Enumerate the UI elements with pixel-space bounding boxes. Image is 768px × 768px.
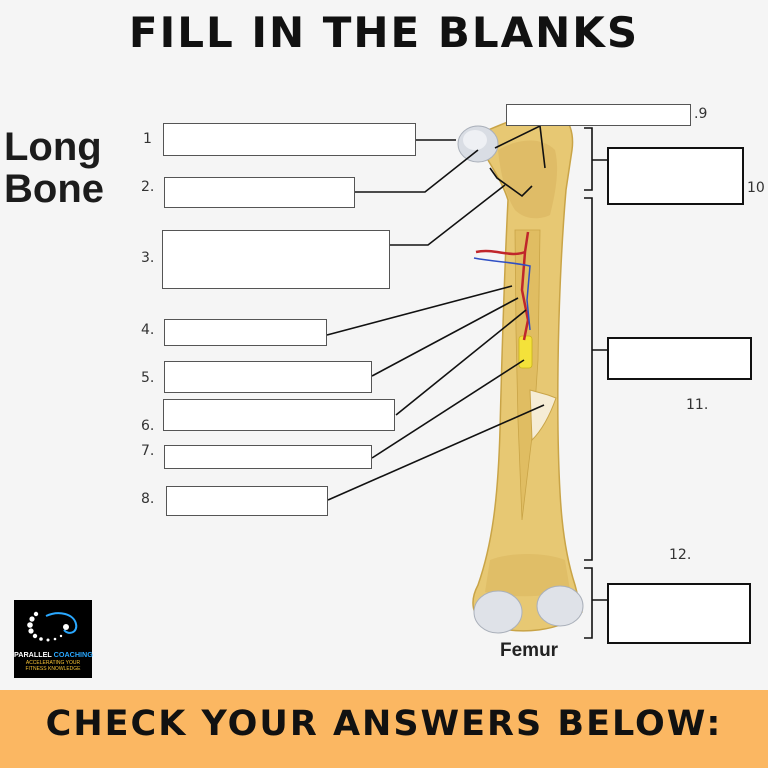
femur-bone bbox=[457, 104, 584, 634]
parallel-coaching-logo: PARALLEL COACHING ACCELERATING YOUR FITN… bbox=[14, 600, 93, 678]
bracket-9 bbox=[489, 167, 533, 198]
label-number-3: 3. bbox=[141, 250, 155, 266]
diagram-heading-line2: Bone bbox=[4, 167, 104, 211]
yellow-marrow bbox=[518, 335, 533, 369]
banner-text: CHECK YOUR ANSWERS BELOW: bbox=[45, 704, 723, 744]
answer-box-11[interactable] bbox=[607, 337, 752, 380]
leader-line-6 bbox=[395, 309, 527, 416]
spongy-bone-proximal bbox=[498, 140, 558, 219]
logo-tagline-line2: FITNESS KNOWLEDGE bbox=[25, 666, 81, 672]
leader-line-5 bbox=[371, 297, 519, 377]
label-number-1: 1 bbox=[143, 131, 152, 147]
leader-line-2 bbox=[355, 149, 479, 193]
bracket-12 bbox=[584, 567, 607, 639]
label-number-2: 2. bbox=[141, 179, 155, 195]
logo-emblem-icon bbox=[27, 611, 78, 642]
answer-box-12[interactable] bbox=[607, 583, 751, 644]
label-number-12: 12. bbox=[669, 547, 692, 563]
page-title: FILL IN THE BLANKS bbox=[128, 8, 640, 57]
answer-box-3[interactable] bbox=[162, 230, 390, 289]
femoral-head-highlight bbox=[463, 130, 487, 150]
logo-name-part2: COACHING bbox=[53, 650, 93, 659]
label-number-4: 4. bbox=[141, 322, 155, 338]
label-number-8: 8. bbox=[141, 491, 155, 507]
diagram-heading-line1: Long bbox=[4, 125, 102, 169]
periosteum-flap bbox=[529, 389, 557, 442]
label-number-9: .9 bbox=[694, 106, 708, 122]
answer-box-2[interactable] bbox=[164, 177, 355, 208]
logo-tagline: ACCELERATING YOUR FITNESS KNOWLEDGE bbox=[14, 660, 92, 672]
leader-line-4 bbox=[326, 285, 513, 336]
label-number-11: 11. bbox=[686, 397, 709, 413]
medullary-cavity bbox=[514, 229, 541, 521]
answer-box-8[interactable] bbox=[166, 486, 328, 516]
bracket-10 bbox=[584, 127, 607, 191]
leader-lines bbox=[326, 125, 607, 639]
answer-box-10[interactable] bbox=[607, 147, 744, 205]
bracket-11 bbox=[584, 197, 607, 561]
medial-condyle bbox=[536, 585, 584, 627]
vein bbox=[473, 257, 531, 331]
leader-line-8 bbox=[327, 404, 545, 501]
artery bbox=[475, 231, 530, 341]
answer-box-9[interactable] bbox=[506, 104, 691, 126]
check-answers-banner: CHECK YOUR ANSWERS BELOW: bbox=[0, 690, 768, 768]
answer-box-7[interactable] bbox=[164, 445, 372, 469]
leader-line-3 bbox=[390, 184, 506, 246]
answer-box-6[interactable] bbox=[163, 399, 395, 431]
answer-box-1[interactable] bbox=[163, 123, 416, 156]
logo-name: PARALLEL COACHING bbox=[14, 650, 93, 659]
answer-box-5[interactable] bbox=[164, 361, 372, 393]
logo-name-part1: PARALLEL bbox=[14, 650, 52, 659]
leader-line-9 bbox=[494, 125, 546, 169]
logo-tagline-line1: ACCELERATING YOUR bbox=[25, 660, 81, 666]
label-number-6: 6. bbox=[141, 418, 155, 434]
spongy-bone-distal bbox=[485, 554, 570, 597]
answer-box-4[interactable] bbox=[164, 319, 327, 346]
label-number-5: 5. bbox=[141, 370, 155, 386]
bone-caption: Femur bbox=[500, 640, 559, 661]
label-number-7: 7. bbox=[141, 443, 155, 459]
diagram-heading: Long Bone bbox=[4, 126, 104, 210]
label-number-10: 10 bbox=[747, 180, 765, 196]
lateral-condyle bbox=[473, 590, 523, 634]
leader-line-7 bbox=[371, 359, 525, 459]
